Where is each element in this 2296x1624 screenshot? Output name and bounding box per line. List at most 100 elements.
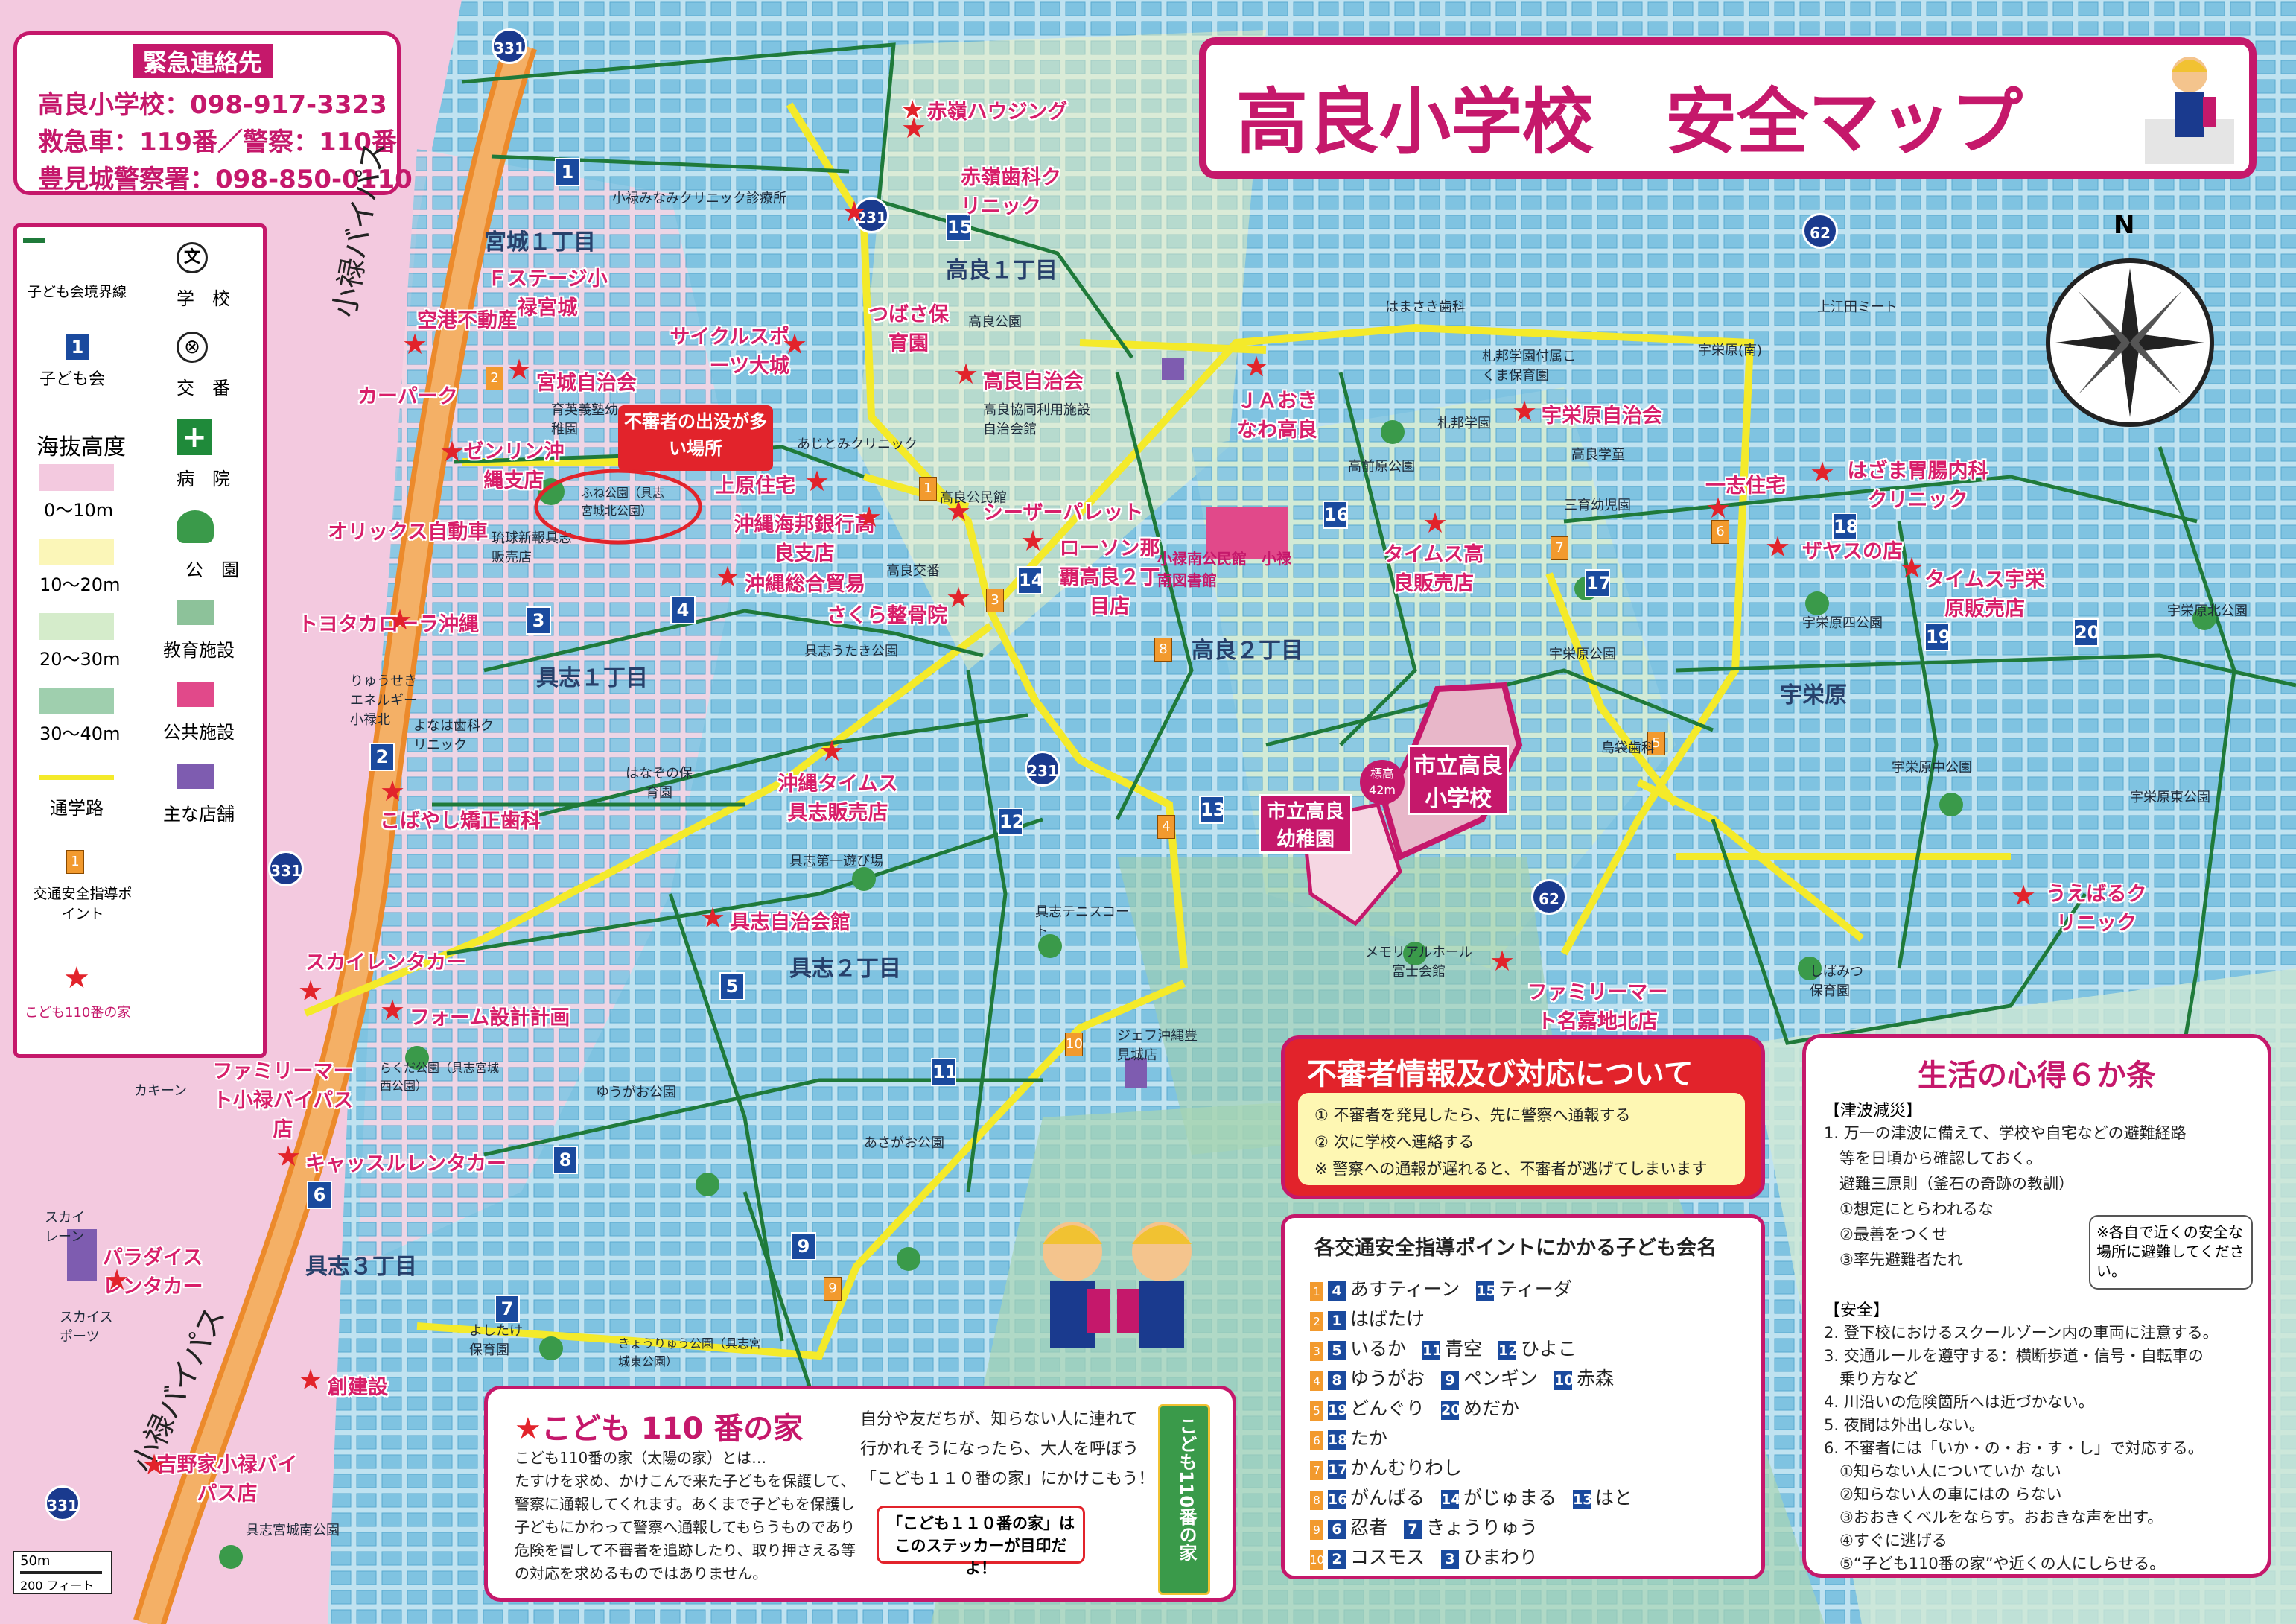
kids-club-badge: 13 [1573,1490,1593,1509]
poi-oroku-minami-kominkan: 小禄南公民館 小禄南図書館 [1157,550,1291,589]
poi-uebaru-east: 宇栄原東公園 [2130,790,2210,805]
rule-line: ③率先避難者たれ [1824,1251,1963,1269]
kids-club-name: 忍者 [1350,1517,1388,1538]
house110-sticker: こども110番の家 [1158,1404,1210,1595]
poi-kakin: カキーン [134,1083,188,1099]
route-331-south: 331 [45,1485,80,1521]
rule-line: 5. 夜間は外出しない。 [1824,1416,1985,1434]
kids-club-name: ペンギン [1463,1368,1539,1389]
kids-club-16: 16 [1323,501,1349,529]
poi-ryuseki: りゅうせきエネルギー小禄北 [350,673,417,728]
kids-club-badge: 17 [1328,1460,1348,1479]
compass-north: N [2114,210,2135,240]
safety-heading: 【安全】 [1824,1301,1890,1320]
alt-swatch-2 [39,613,114,640]
suspicious-item-3: ※ 警察への通報が遅れると、不審者が逃げてしまいます [1314,1160,1708,1178]
guide-point-4: 4 [1157,815,1175,839]
star-icon: ★ [1244,350,1270,383]
store-soken: 創建設 [328,1376,388,1399]
alt-label-1: 10〜20m [39,574,121,595]
contact-ambulance-police: 救急車：119番／警察：110番 [38,127,397,157]
legend-edu: 教育施設 [163,640,235,661]
rule-line: ②知らない人の車にはの らない [1824,1485,2062,1503]
poi-takara-kominkan: 高良公民館 [940,490,1007,506]
kids-club-badge: 1 [1328,1311,1346,1330]
rule-line: 危険を冒して不審者を追跡したり、取り押さえる等 [515,1541,856,1559]
route-62-north: 62 [1802,213,1838,249]
house110-panel: ★こども 110 番の家 こども110番の家（太陽の家）とは…たすけを求め、かけ… [484,1386,1236,1602]
kids-club-badge: 7 [1404,1520,1422,1539]
route-231-south: 231 [1025,751,1060,787]
kids-club-name: ひよこ [1521,1338,1577,1360]
store-sogo-boeki: 沖縄総合貿易 [745,573,865,596]
guide-flag: 1 [1310,1282,1323,1301]
kids-club-18: 18 [1832,513,1858,541]
legend-kids-club-badge: 1 [65,333,90,361]
sticker-note: 「こども１１０番の家」はこのステッカーが目印だよ！ [877,1506,1085,1577]
hospital-icon: + [177,419,212,455]
suspicious-info-panel: 不審者情報及び対応について ① 不審者を発見したら、先に警察へ通報する ② 次に… [1281,1035,1765,1199]
poi-asagao: あさがお公園 [864,1135,944,1151]
guide-point-7: 7 [1551,536,1568,560]
kids-club-17: 17 [1585,569,1611,597]
star-icon: ★ [700,901,726,934]
star-icon: ★ [804,465,830,498]
shop-swatch [177,764,214,789]
legend-boundary: 子ども会境界線 [28,284,127,300]
kids-club-name: たか [1350,1427,1388,1449]
store-form: フォーム設計計画 [410,1006,570,1030]
guide-flag: 9 [1310,1520,1323,1540]
alt-label-2: 20〜30m [39,649,121,670]
legend-guide-flag: 1 [66,850,84,874]
star-icon: ★ [380,994,406,1027]
rule-line: こども110番の家（太陽の家）とは… [515,1449,767,1467]
star-icon: ★ [1512,395,1538,428]
poi-sanik: 三育幼児園 [1564,498,1631,513]
store-yoshinoya: 吉野家小禄バイパス店 [156,1453,298,1506]
poi-shibamitsu: しばみつ保育園 [1810,964,1863,999]
kids-club-name: はばたけ [1350,1308,1425,1330]
rule-line: ③おおきくベルをならす。おおきな声を出す。 [1824,1509,2163,1526]
legend-panel: 子ども会境界線 1 子ども会 海抜高度 0〜10m 10〜20m 20〜30m … [13,223,267,1058]
kids-club-19: 19 [1924,623,1950,651]
suspicious-item-1: ① 不審者を発見したら、先に警察へ通報する [1314,1106,1631,1124]
star-icon: ★ [402,328,428,361]
route-331-north: 331 [492,28,527,64]
legend-park: 公 園 [185,559,239,580]
guide-flag: 2 [1310,1312,1323,1331]
rule-line: の対応を求めるものではありません。 [515,1564,768,1582]
poi-gushi-utaki: 具志うたき公園 [804,644,898,659]
kids-club-name: がんばる [1350,1487,1425,1509]
star-icon: ★ [380,775,406,808]
guide-flag: 5 [1310,1401,1323,1421]
store-zenrin: ゼンリン沖縄支店 [463,440,565,492]
kids-club-15: 15 [946,213,972,241]
star-icon: ★ [141,1448,168,1481]
store-uehara-jutaku: 上原住宅 [715,475,795,498]
store-takara-jichikai: 高良自治会 [983,370,1084,393]
suspicious-area-callout: 不審者の出没が多い場所 [618,405,773,471]
star-icon: ★ [1765,530,1791,563]
rules-heading: 生活の心得６か条 [1918,1059,2156,1093]
house110-heading: ★こども 110 番の家 [515,1412,804,1446]
store-familymart-bypass: ファミリーマート小禄バイパス店 [212,1060,354,1141]
kids-club-12: 12 [998,808,1024,836]
star-icon: ★ [1489,945,1516,977]
public-swatch [177,682,214,707]
guide-point-10: 10 [1065,1033,1083,1056]
store-fstage: Ｆステージ小禄宮城 [487,267,608,320]
kids-club-badge: 2 [1328,1550,1346,1569]
star-icon: ★ [1020,524,1046,557]
kids-club-name: あすティーン [1350,1278,1460,1300]
store-lawson: ローソン那覇高良２丁目店 [1059,537,1160,618]
evac-note: ※各自で近くの安全な場所に避難してください。 [2089,1215,2253,1290]
kids-club-8: 8 [553,1146,578,1174]
star-icon: ★ [782,328,808,361]
star-icon: ★ [1422,507,1448,539]
alt-swatch-0 [39,464,114,491]
title-panel: 高良小学校 安全マップ [1199,37,2257,179]
